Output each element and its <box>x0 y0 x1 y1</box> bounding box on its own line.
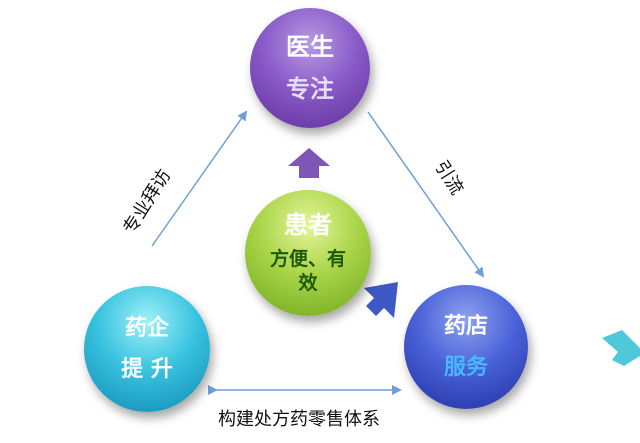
block-arrow-up <box>288 148 330 178</box>
pharmacy-subtitle: 服务 <box>443 355 488 380</box>
pharma-subtitle: 提 升 <box>121 357 173 382</box>
node-pharma: 药企 提 升 <box>84 286 210 412</box>
node-pharmacy: 药店 服务 <box>404 285 528 409</box>
patient-title: 患者 <box>284 211 332 240</box>
doctor-subtitle: 专注 <box>286 75 334 103</box>
block-arrow-right-partial <box>602 330 640 366</box>
pharma-title: 药企 <box>124 315 169 341</box>
arrow-pharma-to-doctor <box>151 110 248 247</box>
doctor-title: 医生 <box>286 33 334 61</box>
arrow-doctor-to-pharmacy <box>367 111 485 278</box>
pharmacy-title: 药店 <box>443 313 488 339</box>
node-doctor: 医生 专注 <box>250 8 370 128</box>
node-patient: 患者 方便、有效 <box>245 190 371 316</box>
patient-subtitle: 方便、有效 <box>269 248 346 294</box>
block-arrow-diagonal <box>364 282 398 318</box>
edge-label-system: 构建处方药零售体系 <box>218 409 380 430</box>
